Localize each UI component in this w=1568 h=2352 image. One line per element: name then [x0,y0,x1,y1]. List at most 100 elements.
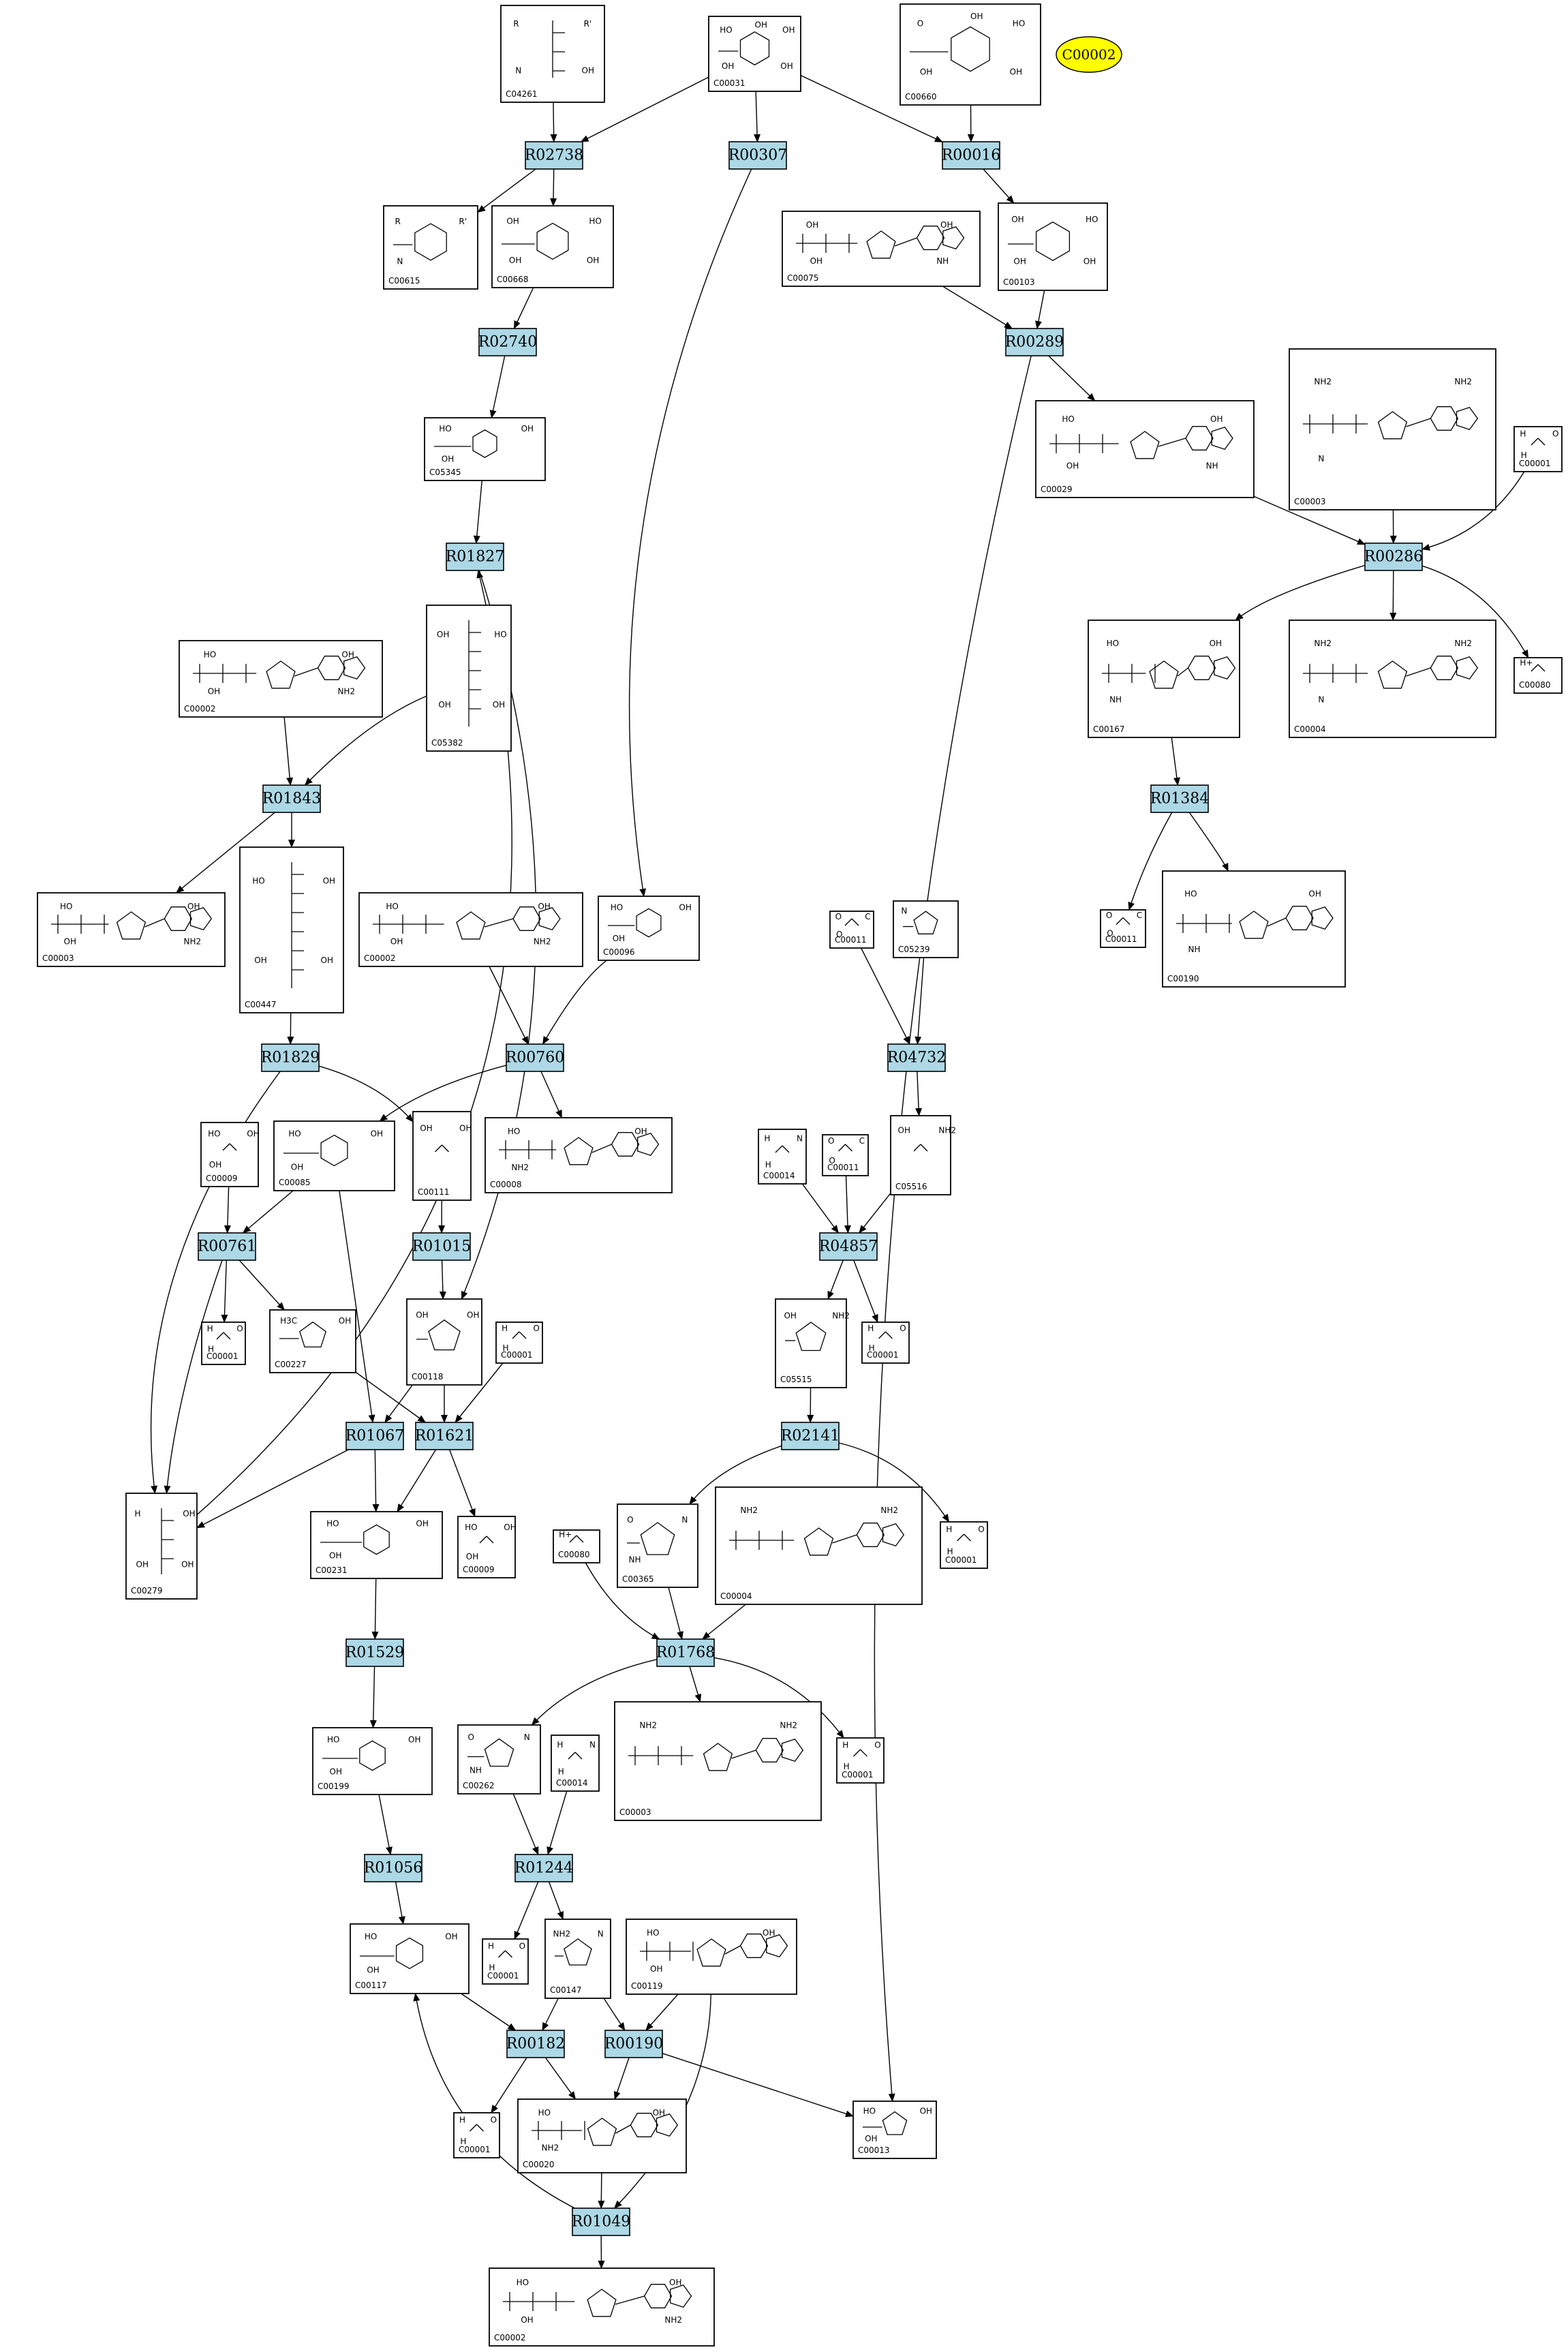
reaction-r01384[interactable]: R01384 [1150,784,1210,813]
edge-R01829-c00111 [318,1065,414,1122]
compound-id-label: C00004 [720,1591,752,1601]
reaction-r01067[interactable]: R01067 [345,1422,405,1450]
reaction-r01529[interactable]: R01529 [345,1638,405,1667]
compound-box [485,1117,673,1193]
reaction-r04857[interactable]: R04857 [819,1232,878,1261]
reaction-r00286[interactable]: R00286 [1364,543,1424,571]
compound-c00080[interactable]: H+C00080 [553,1529,600,1563]
reaction-r01827[interactable]: R01827 [446,543,505,571]
atom-label: OH [1210,414,1223,424]
reaction-r00182[interactable]: R00182 [506,2030,566,2058]
reaction-r02740[interactable]: R02740 [478,328,538,356]
reaction-r00760[interactable]: R00760 [506,1043,565,1072]
reaction-r00016[interactable]: R00016 [942,141,1001,170]
compound-id-label: C00231 [316,1566,348,1575]
reaction-r01843[interactable]: R01843 [262,784,322,813]
compound-c00080[interactable]: H+C00080 [1513,657,1563,694]
reaction-label: R01049 [572,2214,631,2231]
highlight-node[interactable]: C00002 [1056,36,1122,73]
atom-label: NH2 [880,1506,898,1515]
reaction-r02738[interactable]: R02738 [525,141,584,170]
compound-id-label: C05345 [429,468,461,477]
reaction-r01056[interactable]: R01056 [364,1854,423,1882]
reaction-r01621[interactable]: R01621 [415,1422,474,1450]
compound-box [269,1309,356,1373]
reaction-r00307[interactable]: R00307 [728,141,788,170]
reaction-r02141[interactable]: R02141 [781,1422,840,1450]
atom-label: HO [611,903,623,913]
atom-label: NH2 [511,1163,529,1172]
atom-label: OH [521,424,534,433]
reaction-r00190[interactable]: R00190 [604,2030,664,2058]
reaction-r01244[interactable]: R01244 [514,1854,574,1882]
reaction-r00761[interactable]: R00761 [198,1232,257,1261]
reaction-r01829[interactable]: R01829 [261,1043,320,1072]
edge-c05382-R01843 [304,695,427,786]
reaction-r00289[interactable]: R00289 [1005,328,1064,356]
bond [885,1331,893,1339]
atom-label: H [489,1963,495,1972]
reaction-r01768[interactable]: R01768 [656,1638,716,1667]
reaction-r01015[interactable]: R01015 [412,1232,472,1261]
reaction-r04732[interactable]: R04732 [887,1043,947,1072]
reaction-r01049[interactable]: R01049 [572,2208,631,2236]
bond [442,1144,449,1152]
